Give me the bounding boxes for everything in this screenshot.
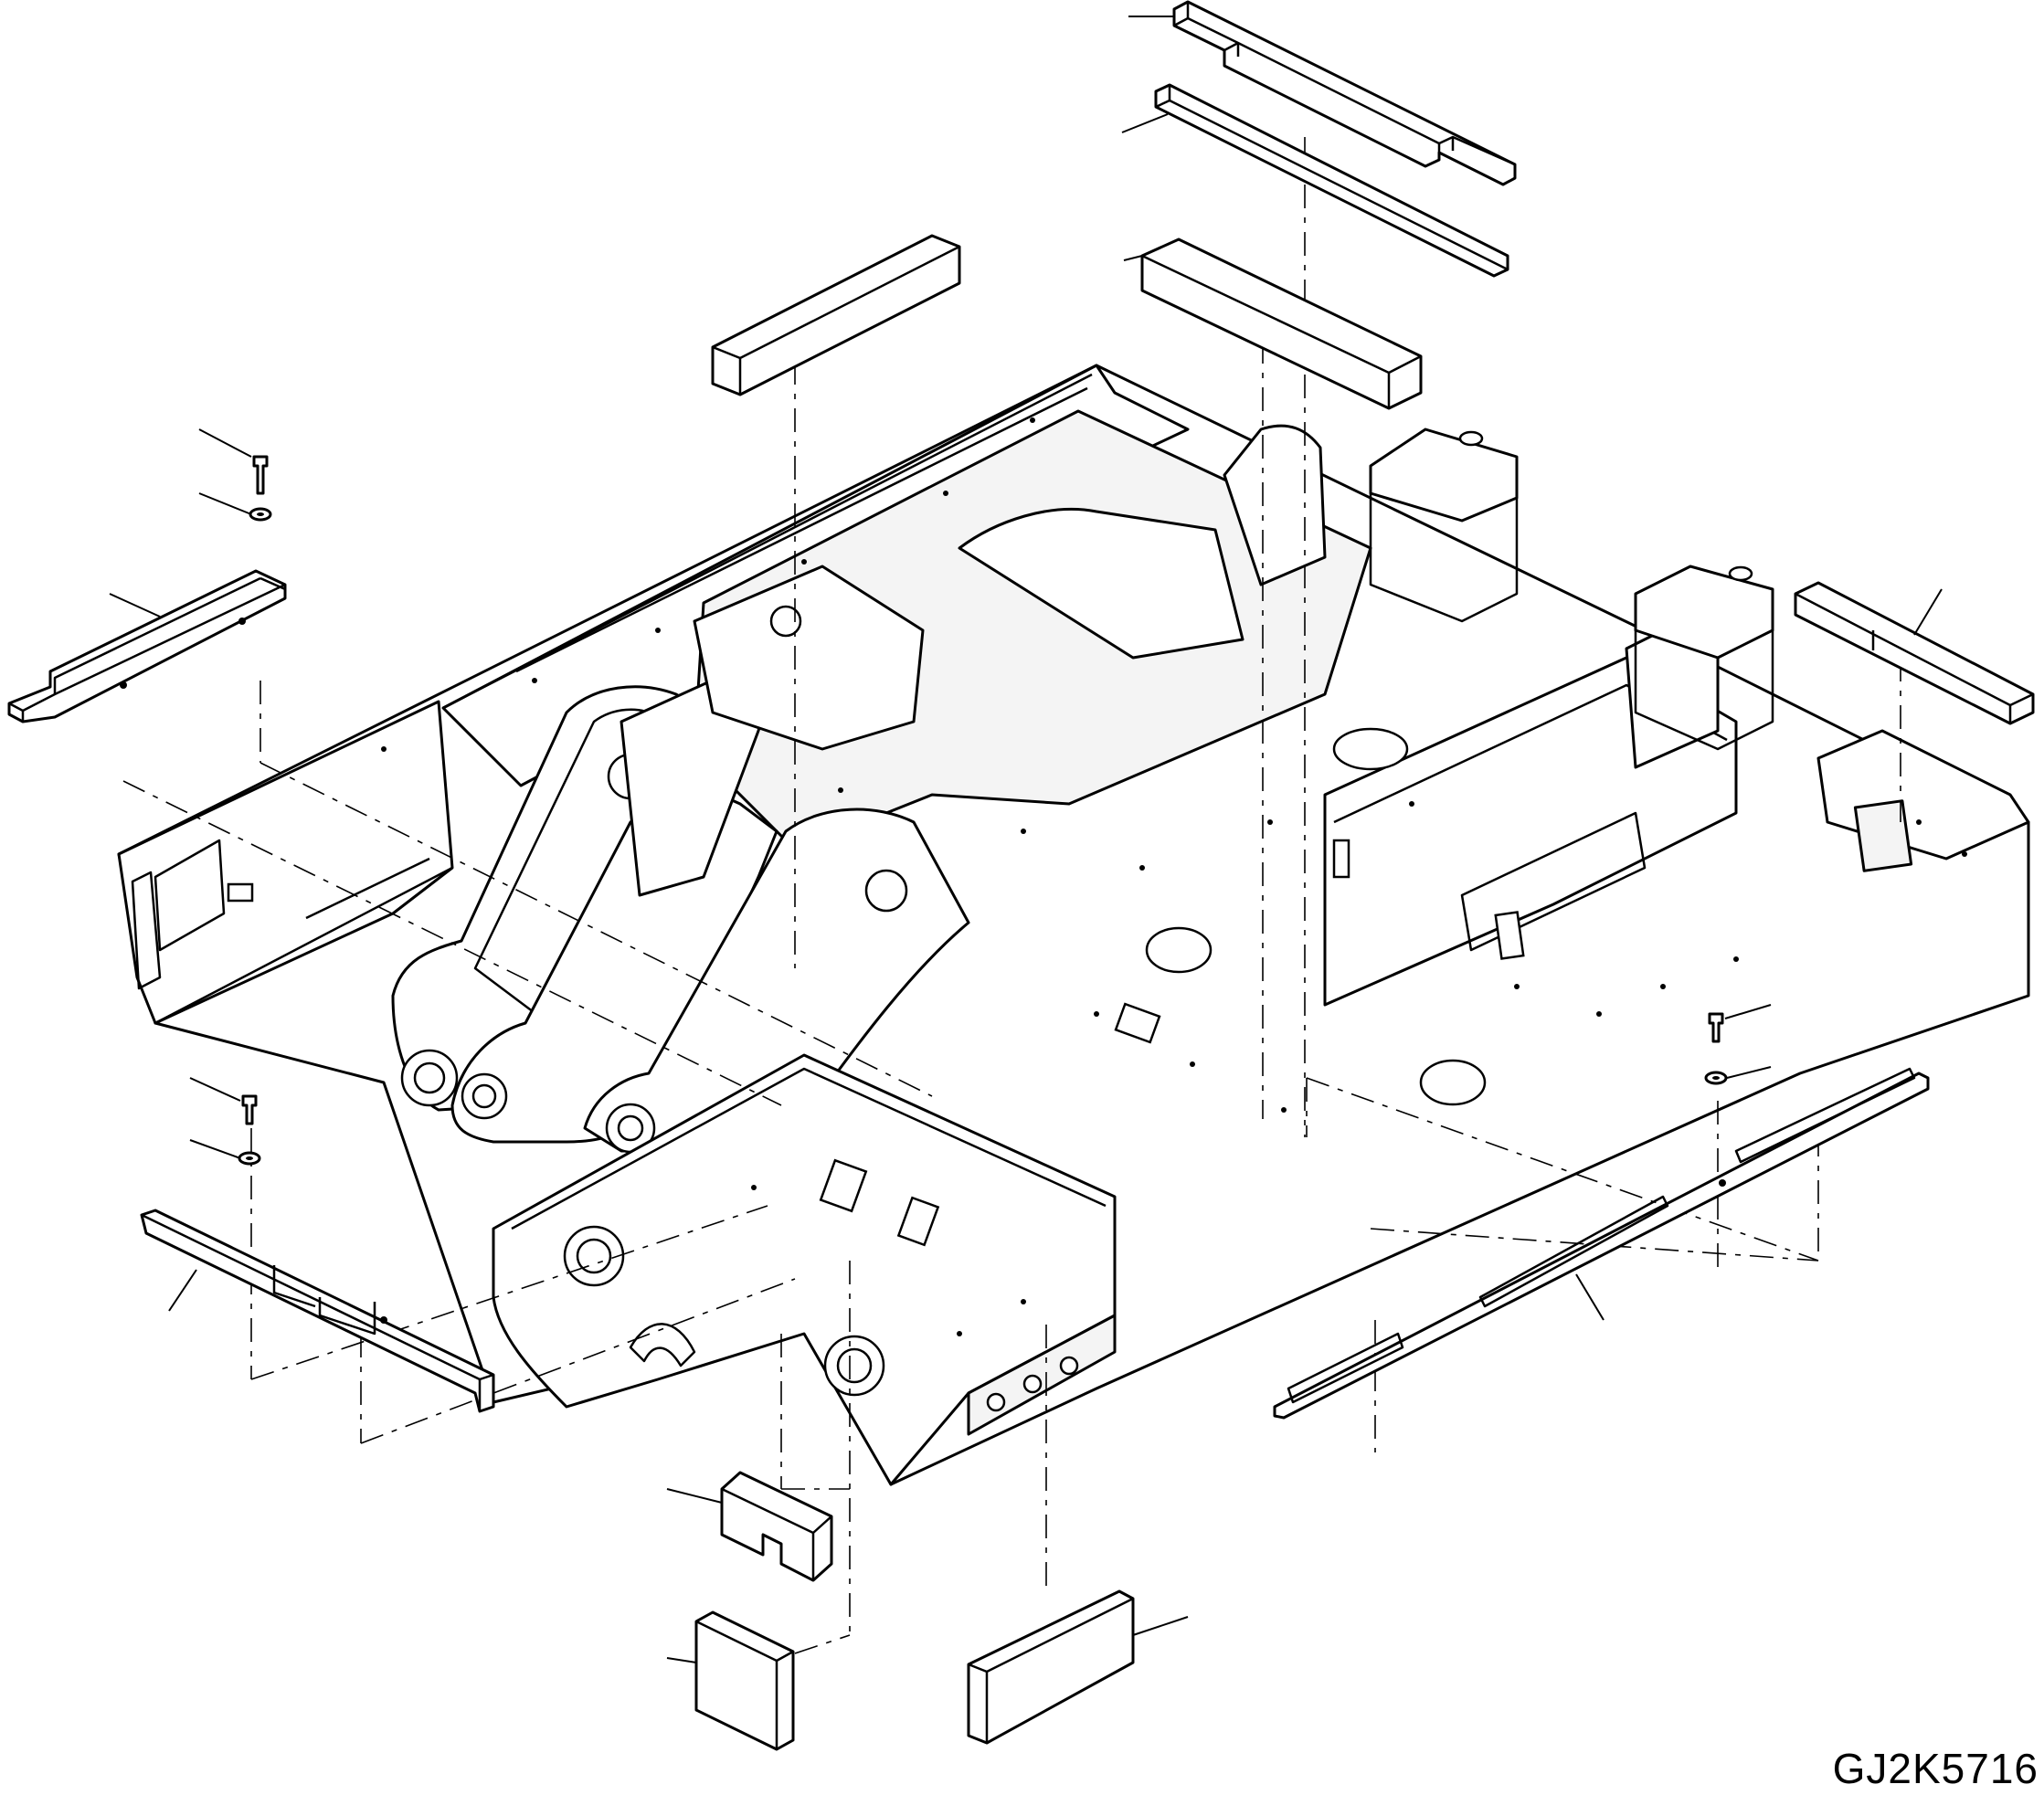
top-right-block (1123, 238, 1423, 410)
right-lower-rail (1273, 1067, 1930, 1420)
main-frame (117, 364, 2030, 1486)
drawing-code: GJ2K5716 (1832, 1745, 2039, 1792)
flat-block (967, 1589, 1189, 1745)
washer (198, 492, 272, 522)
top-left-block (711, 234, 961, 396)
fasteners (189, 428, 1772, 1166)
notched-block (666, 1471, 833, 1582)
washer (189, 1139, 261, 1166)
top-stop-bar-lower (1121, 83, 1509, 278)
square-block (666, 1610, 795, 1751)
right-end-bar (1794, 581, 2035, 725)
top-stop-bar-upper (1128, 0, 1517, 186)
bolt (1708, 1004, 1772, 1043)
frame-holes (381, 417, 1967, 1336)
left-lower-rail (140, 1209, 495, 1413)
bolt (189, 1077, 258, 1125)
washer (1704, 1066, 1772, 1085)
bolt (198, 428, 269, 495)
left-upper-rail (7, 569, 287, 723)
